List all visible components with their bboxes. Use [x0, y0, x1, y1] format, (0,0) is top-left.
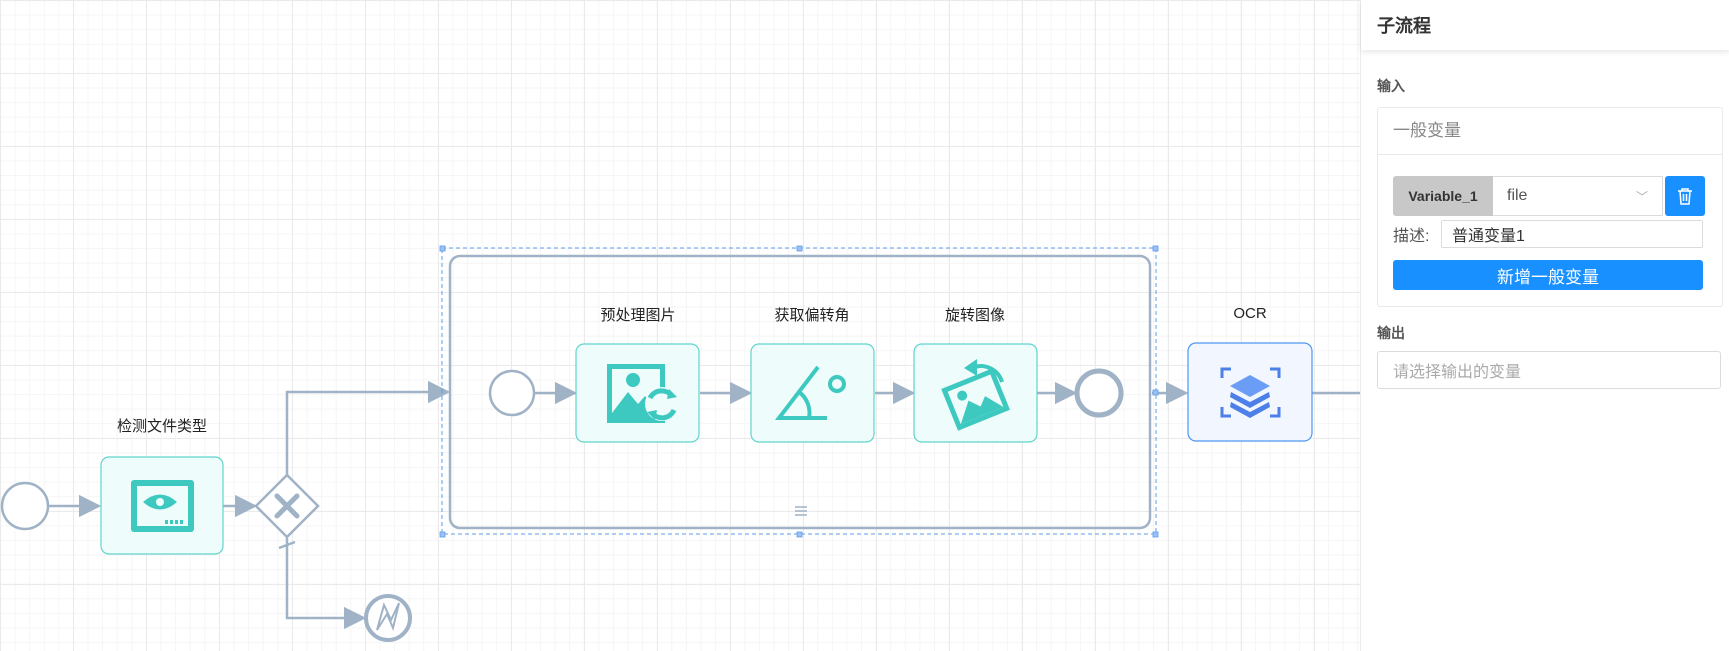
label-detect-file-type: 检测文件类型	[117, 418, 207, 435]
flow-gateway-to-subprocess[interactable]	[285, 380, 451, 475]
properties-panel: 子流程 输入 一般变量 Variable_1 file ﹀ 描述: 新增一般变量…	[1360, 0, 1729, 651]
subprocess-container[interactable]	[448, 254, 1152, 530]
add-general-variable-button[interactable]: 新增一般变量	[1393, 260, 1703, 290]
general-variables-title[interactable]: 一般变量	[1378, 108, 1722, 155]
general-variables-card: 一般变量 Variable_1 file ﹀ 描述: 新增一般变量	[1377, 107, 1723, 307]
output-section-label: 输出	[1377, 325, 1405, 341]
lightning-icon	[376, 602, 400, 632]
subprocess-expand-icon[interactable]	[795, 506, 807, 516]
trash-icon	[1678, 188, 1692, 205]
task-ocr[interactable]	[1187, 342, 1313, 442]
layers-scan-icon	[1220, 367, 1281, 418]
task-detect-file-type[interactable]	[100, 456, 224, 555]
exclusive-gateway[interactable]	[254, 473, 320, 539]
description-input[interactable]	[1441, 220, 1703, 248]
task-preprocess-image[interactable]	[575, 343, 700, 443]
variable-name-tag: Variable_1	[1393, 176, 1493, 216]
label-rotate-image: 旋转图像	[945, 307, 1005, 324]
rotate-image-icon	[941, 359, 1010, 431]
diagram-svg: 检测文件类型	[0, 245, 1360, 642]
start-event[interactable]	[0, 481, 50, 531]
description-row: 描述:	[1393, 220, 1703, 248]
variable-type-select[interactable]: file ﹀	[1493, 176, 1663, 216]
subprocess-selection-frame	[439, 245, 1159, 538]
chevron-down-icon: ﹀	[1635, 189, 1648, 204]
task-get-skew-angle[interactable]	[750, 343, 875, 443]
panel-title: 子流程	[1361, 0, 1729, 50]
error-end-event[interactable]	[364, 594, 412, 642]
variable-type-value: file	[1507, 187, 1528, 204]
label-get-skew-angle: 获取偏转角	[774, 307, 849, 324]
input-section-label: 输入	[1377, 78, 1405, 94]
angle-icon	[774, 365, 846, 420]
image-refresh-icon	[607, 364, 679, 423]
variable-row: Variable_1 file ﹀	[1393, 176, 1711, 216]
description-label: 描述:	[1393, 228, 1430, 245]
default-flow-marker	[278, 540, 296, 550]
label-preprocess-image: 预处理图片	[600, 307, 675, 324]
gateway-x-icon	[274, 493, 300, 519]
subprocess-end-event[interactable]	[1074, 368, 1124, 418]
subprocess-start-event[interactable]	[488, 369, 536, 417]
process-canvas[interactable]: 检测文件类型	[0, 0, 1360, 651]
output-variable-select[interactable]: 请选择输出的变量	[1377, 351, 1721, 389]
task-rotate-image[interactable]	[913, 343, 1038, 443]
monitor-eye-icon	[131, 480, 194, 532]
flow-gateway-to-error-end[interactable]	[285, 538, 367, 630]
sequence-flows	[48, 380, 1360, 630]
delete-variable-button[interactable]	[1665, 176, 1705, 216]
label-ocr: OCR	[1233, 305, 1267, 322]
